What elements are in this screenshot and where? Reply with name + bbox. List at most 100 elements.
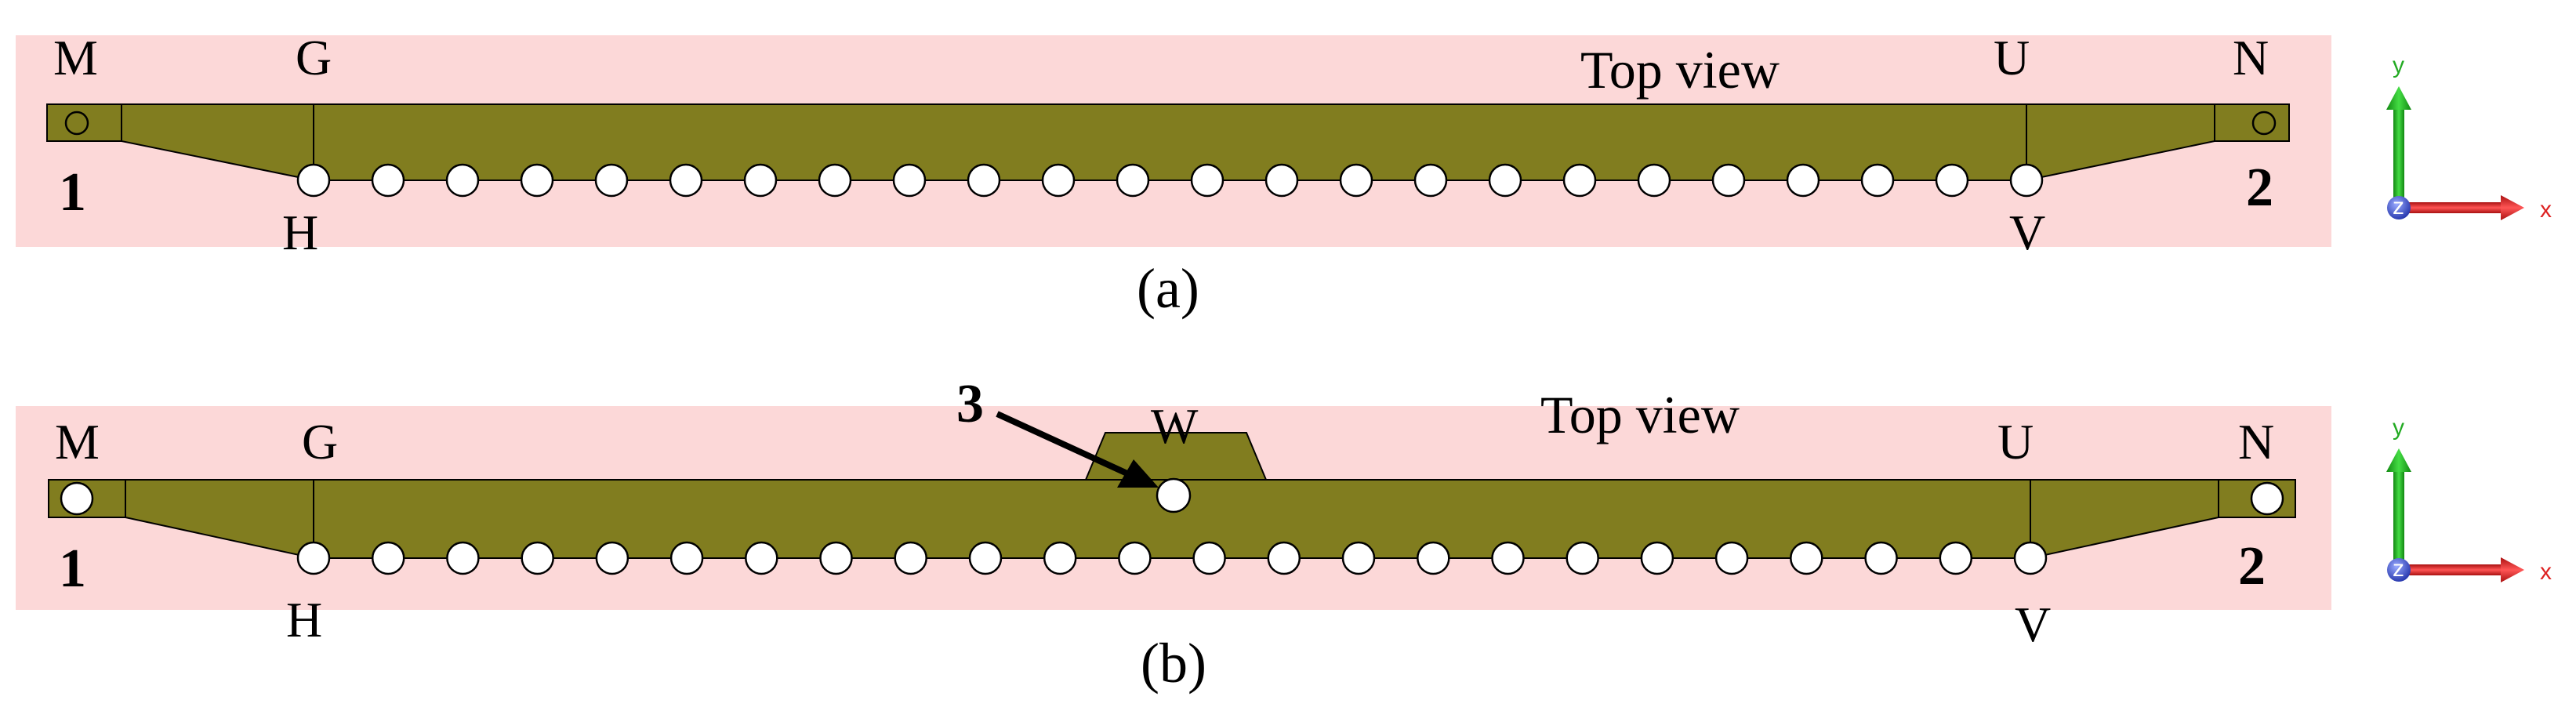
via-hole [1267,541,1301,575]
label-h: H [286,592,322,648]
via-hole [445,163,480,198]
via-hole [1413,163,1448,198]
label-v: V [2015,597,2051,652]
port-label-2: 2 [2246,158,2273,218]
via-row [296,541,2048,575]
via-hole [1043,541,1077,575]
via-hole [1190,163,1225,198]
via-hole [669,163,703,198]
top-view-label: Top view [1540,385,1740,444]
label-v: V [2009,205,2045,260]
via-hole [1041,163,1076,198]
via-hole [1264,163,1299,198]
via-hole [1566,541,1599,575]
via-hole [520,163,554,198]
axis-label-z: z [2393,556,2404,582]
via-hole [1790,541,1823,575]
via-hole [446,541,480,575]
port-via-left [64,111,89,136]
label-w: W [1151,398,1199,454]
axis-label-y: y [2393,53,2404,78]
port-label-1: 1 [59,539,86,599]
via-hole [2009,163,2044,198]
via-hole [669,541,704,575]
via-hole [1341,541,1376,575]
via-hole [1640,541,1674,575]
via-hole [1864,541,1898,575]
label-h: H [282,205,318,260]
via-hole [1488,163,1522,198]
label-g: G [296,30,332,85]
axis-label-z: z [2393,194,2404,219]
via-hole [594,163,629,198]
via-hole [521,541,554,575]
via-hole [1786,163,1820,198]
z-axis-dot [2387,196,2411,219]
panel-a: M G U N H V Top view 1 2 (a) [16,30,2331,320]
via-hole [1118,541,1152,575]
caption-b: (b) [1141,632,1206,695]
label-u: U [1994,30,2030,85]
port-via-right [2251,111,2277,136]
via-hole [894,541,927,575]
label-n: N [2233,30,2269,85]
x-axis-shaft [2399,564,2501,575]
via-hole [371,163,405,198]
via-hole [296,541,331,575]
axis-label-x: x [2540,559,2552,585]
y-axis-shaft [2393,472,2404,570]
via-hole [296,163,331,198]
label-u: U [1997,414,2034,470]
label-g: G [302,414,338,470]
axis-triad-a: y x z [2386,53,2552,223]
panel-b: 3 W M G U N H V Top view 1 2 (b) [16,374,2331,695]
callout-arrow-line [996,411,1130,477]
via-hole [1860,163,1895,198]
feed-via [1156,477,1192,513]
via-hole [371,541,405,575]
port-via-left [60,481,94,516]
axis-triad-b: y x z [2386,415,2552,585]
via-hole [1711,163,1746,198]
x-axis-arrowhead [2501,195,2524,220]
via-hole [1491,541,1525,575]
label-m: M [55,414,100,470]
via-hole [595,541,629,575]
caption-a: (a) [1137,257,1199,320]
via-hole [968,541,1003,575]
via-hole [1637,163,1671,198]
via-hole [818,163,852,198]
via-hole [2013,541,2048,575]
port-label-1: 1 [59,162,86,223]
top-view-label: Top view [1580,40,1780,100]
x-axis-shaft [2399,202,2501,213]
y-axis-arrowhead [2386,448,2411,472]
via-hole [1939,541,1973,575]
via-hole [1116,163,1150,198]
label-m: M [53,30,98,85]
via-hole [1714,541,1749,575]
axis-label-y: y [2393,415,2404,441]
via-hole [1562,163,1597,198]
port-via-right [2250,481,2284,516]
via-row [296,163,2044,198]
via-hole [1417,541,1450,575]
y-axis-arrowhead [2386,86,2411,110]
via-hole [819,541,853,575]
via-hole [967,163,1001,198]
via-hole [1935,163,1969,198]
via-hole [743,163,778,198]
via-hole [1339,163,1373,198]
via-hole [745,541,778,575]
axis-label-x: x [2540,197,2552,223]
y-axis-shaft [2393,110,2404,208]
via-hole [892,163,927,198]
label-n: N [2238,414,2274,470]
callout-arrowhead [1117,459,1159,488]
via-hole [1192,541,1226,575]
z-axis-dot [2387,558,2411,582]
x-axis-arrowhead [2501,557,2524,582]
port-label-2: 2 [2238,536,2266,597]
callout-label-3: 3 [956,374,984,434]
